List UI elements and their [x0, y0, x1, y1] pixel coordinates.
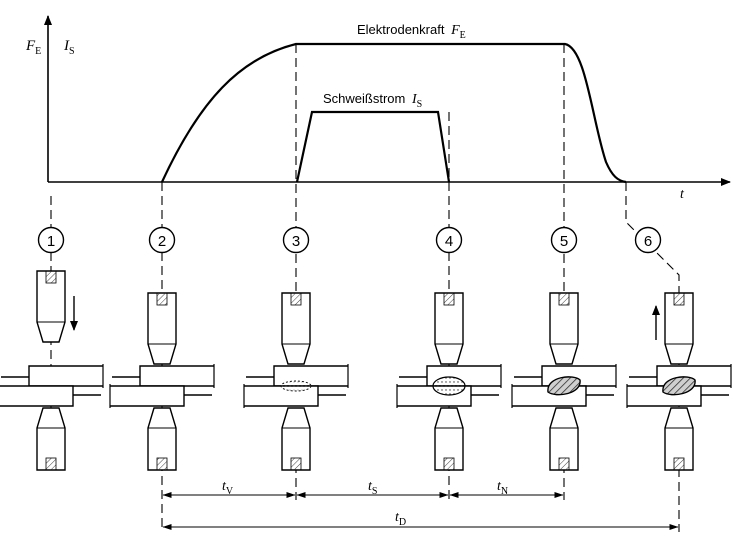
upper-electrode-cap	[290, 292, 302, 306]
stage-2	[109, 292, 215, 471]
weld-nugget	[280, 380, 312, 392]
interval-ts-main: t	[368, 479, 373, 494]
step-number: 2	[158, 233, 166, 250]
lower-electrode-cap	[443, 457, 455, 471]
current-curve	[295, 110, 451, 183]
interval-td-label: tD	[395, 510, 406, 528]
step-number: 6	[644, 233, 652, 250]
interval-td-sub: D	[399, 517, 406, 528]
upper-sheet	[28, 365, 103, 387]
stage-1	[0, 270, 104, 471]
step-markers: 1 2 3 4 5 6	[37, 226, 662, 254]
step-number: 3	[292, 233, 300, 250]
upper-electrode-cap	[443, 292, 455, 306]
step-number: 5	[560, 233, 568, 250]
stage-5	[511, 292, 617, 471]
interval-ts-sub: S	[372, 486, 378, 497]
stage-6	[626, 292, 732, 471]
interval-ts-label: tS	[368, 479, 377, 497]
force-label-sym-sub: E	[460, 30, 466, 41]
step-marker-3: 3	[282, 226, 310, 254]
welding-stages	[0, 270, 732, 471]
axis-label-fe: FE	[25, 38, 41, 57]
interval-td-main: t	[395, 510, 400, 525]
force-label-text: Elektrodenkraft	[357, 22, 445, 37]
lower-electrode-cap	[290, 457, 302, 471]
time-intervals	[162, 492, 679, 530]
upper-electrode-cap	[45, 270, 57, 284]
step-marker-2: 2	[148, 226, 176, 254]
interval-tn-main: t	[497, 479, 502, 494]
current-label-sym-sub: S	[417, 99, 423, 110]
stage-4	[396, 292, 502, 471]
axis-label-t: t	[680, 187, 685, 202]
weld-nugget	[662, 376, 696, 396]
lower-electrode-cap	[45, 457, 57, 471]
interval-tv-main: t	[222, 479, 227, 494]
axis-label-is: IS	[63, 38, 75, 57]
interval-tn-label: tN	[497, 479, 508, 497]
current-label-text: Schweißstrom	[323, 91, 405, 106]
axis-label-is-sub: S	[69, 46, 75, 57]
force-curve	[161, 42, 627, 184]
axis-label-is-main: I	[63, 38, 70, 54]
interval-tv-sub: V	[226, 486, 234, 497]
step-marker-1: 1	[37, 226, 65, 254]
lower-electrode-cap	[558, 457, 570, 471]
step-marker-5: 5	[550, 226, 578, 254]
upper-sheet	[139, 365, 214, 387]
force-label-sym: F	[450, 23, 460, 38]
upper-electrode-cap	[673, 292, 685, 306]
step-marker-6: 6	[634, 226, 662, 254]
upper-electrode-cap	[156, 292, 168, 306]
current-label: Schweißstrom IS	[323, 91, 422, 110]
force-label: Elektrodenkraft FE	[357, 22, 466, 41]
step-marker-4: 4	[435, 226, 463, 254]
current-label-sym: I	[411, 92, 418, 107]
upper-electrode-cap	[558, 292, 570, 306]
lower-electrode-cap	[156, 457, 168, 471]
interval-tn-sub: N	[501, 486, 508, 497]
lower-sheet	[110, 385, 185, 407]
axis-label-fe-main: F	[25, 38, 36, 54]
guide-lines	[50, 44, 680, 532]
axis-label-fe-sub: E	[35, 46, 41, 57]
step-number: 1	[47, 233, 55, 250]
stage-3	[243, 292, 349, 471]
weld-nugget	[432, 376, 466, 396]
lower-sheet	[0, 385, 74, 407]
weld-nugget	[547, 376, 581, 396]
lower-electrode-cap	[673, 457, 685, 471]
step-number: 4	[445, 233, 453, 250]
interval-tv-label: tV	[222, 479, 234, 497]
